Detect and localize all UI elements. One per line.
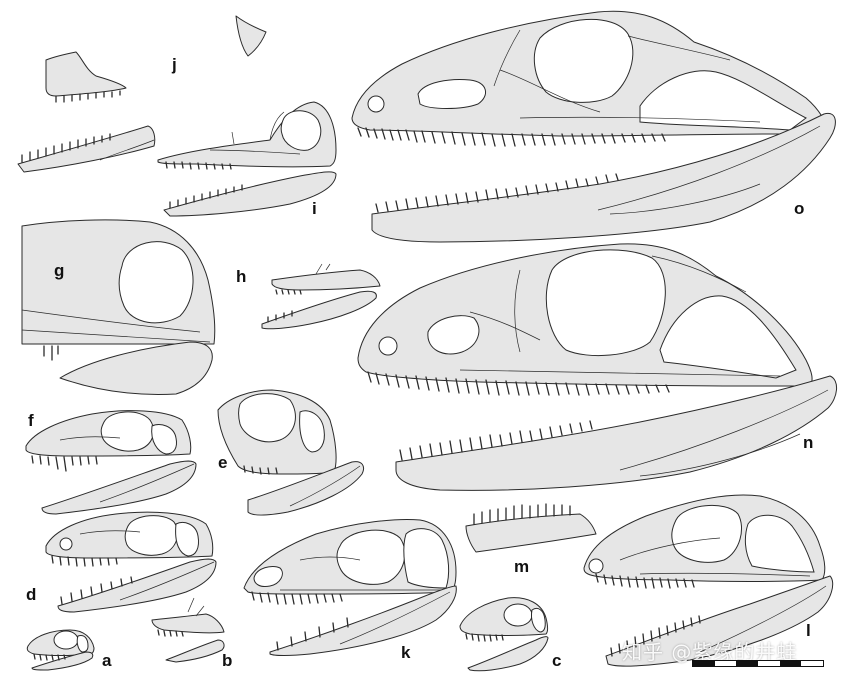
- jaw-b: [151, 597, 225, 663]
- skull-a: [26, 629, 95, 671]
- skull-e: [217, 389, 365, 516]
- panel-label-a: a: [102, 651, 112, 670]
- skull-g: [21, 219, 216, 395]
- jaw-fragment-j: [17, 15, 267, 173]
- panel-label-g: g: [54, 261, 65, 280]
- scale-bar-segment: [758, 661, 780, 666]
- scale-bar: [692, 660, 824, 667]
- skull-c: [459, 597, 549, 672]
- panel-label-h: h: [236, 267, 247, 286]
- panel-label-n: n: [803, 433, 814, 452]
- skull-d: [45, 511, 217, 613]
- skull-k: [243, 519, 457, 656]
- scale-bar-segment: [693, 661, 715, 666]
- skull-i: [157, 101, 337, 217]
- panel-label-k: k: [401, 643, 411, 662]
- skull-n: [357, 243, 837, 491]
- panel-label-m: m: [514, 557, 530, 576]
- scale-bar-segment: [779, 661, 802, 666]
- panel-label-l: l: [806, 621, 811, 640]
- panel-label-b: b: [222, 651, 233, 670]
- panel-label-j: j: [172, 55, 177, 74]
- panel-label-c: c: [552, 651, 562, 670]
- jaw-fragment-m: [465, 503, 597, 553]
- scale-bar-segment: [801, 661, 824, 666]
- panel-label-f: f: [28, 411, 34, 430]
- skull-f: [25, 410, 197, 515]
- panel-label-o: o: [794, 199, 805, 218]
- scale-bar-segment: [714, 661, 737, 666]
- panel-label-d: d: [26, 585, 37, 604]
- skull-o: [351, 10, 836, 243]
- skull-h: [261, 263, 381, 330]
- skull-l: [583, 494, 834, 667]
- scale-bar-segment: [736, 661, 759, 666]
- panel-label-i: i: [312, 199, 317, 218]
- panel-label-e: e: [218, 453, 228, 472]
